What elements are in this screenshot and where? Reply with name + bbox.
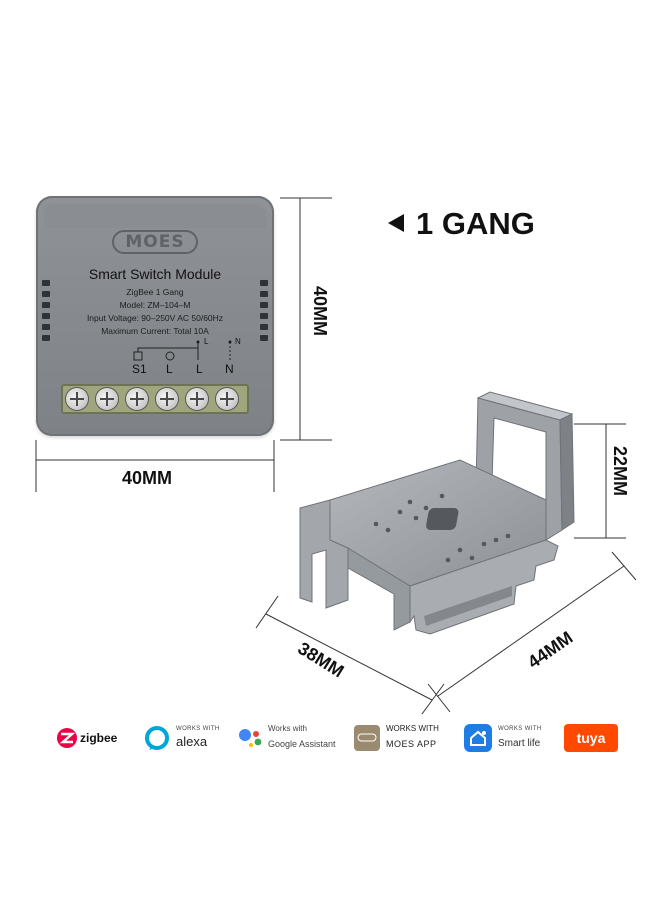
module-title: Smart Switch Module: [88, 266, 222, 282]
screw-icon: [186, 388, 208, 410]
zigbee-icon: [57, 728, 77, 748]
screw-icon: [66, 388, 88, 410]
module-spec-line: ZigBee 1 Gang: [126, 287, 184, 297]
tuya-logo: tuya: [564, 718, 618, 758]
bracket-height-label: 22MM: [610, 446, 630, 497]
tuya-text: tuya: [564, 724, 618, 752]
google-assistant-icon: [239, 729, 262, 747]
smartlife-text: Smart life: [498, 737, 541, 749]
screw-icon: [126, 388, 148, 410]
wire-label-l: L: [204, 337, 209, 346]
alexa-small-text: WORKS WITH: [176, 725, 220, 732]
gang-label: 1 GANG: [416, 206, 535, 241]
module-spec-line: Model: ZM–104–M: [119, 300, 191, 310]
module-height-label: 40MM: [310, 286, 330, 337]
google-small-text: Works with: [268, 724, 307, 733]
smart-life-logo: WORKS WITH Smart life: [464, 718, 542, 758]
terminal-label-l2: L: [196, 362, 203, 376]
module-spec-line: Maximum Current: Total 10A: [101, 326, 209, 336]
alexa-ring-icon: [145, 726, 169, 750]
alexa-text: alexa: [176, 733, 208, 749]
screw-icon: [96, 388, 118, 410]
module-spec-line: Input Voltage: 90–250V AC 50/60Hz: [86, 313, 224, 323]
terminal-label-n: N: [225, 362, 234, 376]
moes-small-text: WORKS WITH: [386, 724, 439, 733]
screw-icon: [216, 388, 238, 410]
screw-icon: [156, 388, 178, 410]
compatibility-logos: zigbee WORKS WITH alexa Works with Googl…: [56, 718, 626, 758]
smartlife-small-text: WORKS WITH: [498, 725, 542, 732]
zigbee-logo: zigbee: [56, 718, 117, 758]
moes-logo: MOES: [112, 230, 198, 254]
moes-text: MOES APP: [386, 739, 437, 749]
moes-app-logo: WORKS WITH MOES APP: [354, 718, 439, 758]
left-vents: [42, 280, 50, 346]
module-top-bevel: [44, 204, 266, 228]
smart-life-home-icon: [464, 724, 492, 752]
left-triangle-icon: [388, 213, 404, 232]
google-assistant-logo: Works with Google Assistant: [236, 718, 336, 758]
moes-app-icon: [354, 725, 380, 751]
terminal-label-l1: L: [166, 362, 173, 376]
alexa-logo: WORKS WITH alexa: [144, 718, 220, 758]
wire-label-n: N: [235, 337, 241, 346]
zigbee-text: zigbee: [80, 731, 118, 745]
mounting-bracket-image: [299, 391, 575, 635]
google-text: Google Assistant: [268, 739, 336, 749]
terminal-label-s1: S1: [132, 362, 147, 376]
right-vents: [260, 280, 268, 346]
gang-heading: 1 GANG: [388, 206, 535, 242]
switch-module-image: MOES Smart Switch Module ZigBee 1 Gang M…: [36, 196, 274, 436]
terminal-block: [61, 384, 249, 414]
module-width-label: 40MM: [122, 468, 173, 488]
wiring-diagram: [133, 340, 232, 361]
